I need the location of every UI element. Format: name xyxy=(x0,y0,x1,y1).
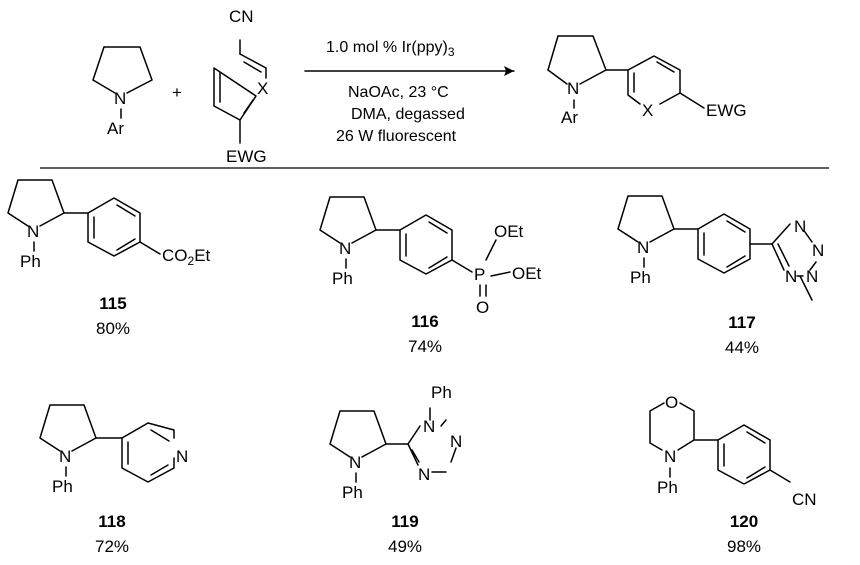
c117-tetrazole-bonds xyxy=(771,223,813,301)
reactant1-ar-label: Ar xyxy=(107,119,124,138)
product-ewg-bond xyxy=(679,92,705,109)
compound-118-structure: N Ph N xyxy=(39,404,188,496)
c117-ph-label: Ph xyxy=(630,268,651,287)
compound-115-number: 115 xyxy=(99,294,126,313)
c115-ester-label: CO2Et xyxy=(162,246,211,268)
compound-116-yield: 74% xyxy=(408,337,442,356)
c115-ester-bond xyxy=(139,241,161,255)
c117-benzene xyxy=(697,213,751,274)
c120-o-label: O xyxy=(665,393,678,412)
product-ring-bond xyxy=(547,35,559,71)
compound-117-structure: N Ph N N N N xyxy=(617,195,824,301)
compound-115-structure: N Ph CO2Et xyxy=(7,179,211,271)
c119-triazole-ph: Ph xyxy=(431,383,452,402)
c120-ph-label: Ph xyxy=(657,478,678,497)
c117-tz-n1: N xyxy=(794,217,806,236)
c116-n-label: N xyxy=(339,239,351,258)
c116-oet1-label: OEt xyxy=(494,222,524,241)
c115-benzene-double xyxy=(93,204,136,251)
c116-o-label: O xyxy=(476,298,489,317)
compound-115-yield: 80% xyxy=(96,319,130,338)
c115-n-label: N xyxy=(27,222,39,241)
reactant1-n-label: N xyxy=(114,89,126,108)
reactant2-ewg-label: EWG xyxy=(226,147,267,166)
c119-triazole-n3: N xyxy=(418,465,430,484)
c116-phosphonate-bonds xyxy=(479,239,511,297)
c117-benzene-double xyxy=(703,220,746,268)
c120-n-label: N xyxy=(664,447,676,466)
product-x-label: X xyxy=(642,101,653,120)
arrow-head xyxy=(504,66,514,76)
plus-sign: + xyxy=(172,83,182,102)
reactant-arene: CN X EWG xyxy=(213,7,268,166)
compound-117-yield: 44% xyxy=(725,338,759,357)
compound-119-yield: 49% xyxy=(388,537,422,556)
compound-120-number: 120 xyxy=(730,512,758,531)
product-n-label: N xyxy=(567,79,579,98)
c119-n-label: N xyxy=(349,453,361,472)
product-pyrrolidine-bonds xyxy=(547,35,607,85)
compound-119-structure: N Ph Ph N N N xyxy=(329,383,462,502)
c119-ph-label: Ph xyxy=(342,483,363,502)
c117-n-label: N xyxy=(637,238,649,257)
c116-benzene xyxy=(399,214,453,275)
c116-pyrrolidine xyxy=(319,196,377,244)
c117-tetrazole-ring xyxy=(796,231,817,277)
c119-triazole-bonds xyxy=(407,419,457,473)
c118-pyridine-n: N xyxy=(176,447,188,466)
c118-pyridine xyxy=(121,422,175,483)
pyrrolidine-ring-bond xyxy=(92,46,105,81)
c116-p-bond xyxy=(451,259,473,273)
c116-benzene-double xyxy=(405,221,448,269)
c115-pyrrolidine xyxy=(7,179,65,227)
c118-pyridine-double xyxy=(127,429,170,476)
compound-116-number: 116 xyxy=(411,312,438,331)
c118-pyrrolidine xyxy=(39,404,97,452)
compound-118-yield: 72% xyxy=(95,537,129,556)
compound-118-number: 118 xyxy=(98,512,125,531)
c119-triazole-n2: N xyxy=(450,432,462,451)
c116-oet2-label: OEt xyxy=(512,264,542,283)
reactant2-x-label: X xyxy=(257,79,268,98)
product-arene-double-bonds xyxy=(633,61,675,93)
c117-tz-n2: N xyxy=(812,241,824,260)
c116-ph-label: Ph xyxy=(332,269,353,288)
compound-116-structure: N Ph P OEt OEt O xyxy=(319,196,542,317)
c120-morpholine xyxy=(649,402,695,451)
product-ar-label: Ar xyxy=(561,108,578,127)
c117-tz-n3: N xyxy=(785,267,797,286)
arene-double-bonds xyxy=(219,61,262,114)
c120-cn-label: CN xyxy=(792,490,817,509)
product-arene-bonds xyxy=(627,55,681,105)
c119-triazole-n1: N xyxy=(423,417,435,436)
product-structure: N Ar X EWG xyxy=(547,35,747,127)
c117-pyrrolidine xyxy=(617,195,675,243)
condition-solvent: DMA, degassed xyxy=(351,106,465,123)
c118-n-label: N xyxy=(59,447,71,466)
reactant2-cn-label: CN xyxy=(229,7,254,26)
compound-120-yield: 98% xyxy=(727,537,761,556)
c120-benzene xyxy=(717,424,771,485)
c120-benzene-double xyxy=(723,431,766,479)
c118-ph-label: Ph xyxy=(52,477,73,496)
c119-pyrrolidine xyxy=(329,410,387,458)
condition-light: 26 W fluorescent xyxy=(336,128,457,145)
c120-cn-bond xyxy=(769,469,791,483)
reactant-pyrrolidine: N Ar xyxy=(92,46,153,138)
condition-catalyst: 1.0 mol % Ir(ppy)3 xyxy=(326,39,455,59)
c117-tz-n4: N xyxy=(806,267,818,286)
compound-120-structure: O N Ph CN xyxy=(649,393,817,509)
condition-base: NaOAc, 23 °C xyxy=(348,84,449,101)
product-ewg-label: EWG xyxy=(706,101,747,120)
compound-117-number: 117 xyxy=(728,313,755,332)
compound-119-number: 119 xyxy=(391,512,418,531)
reaction-arrow xyxy=(304,66,515,76)
c115-benzene xyxy=(87,197,141,257)
c116-p-label: P xyxy=(474,265,485,284)
c115-ph-label: Ph xyxy=(20,252,41,271)
